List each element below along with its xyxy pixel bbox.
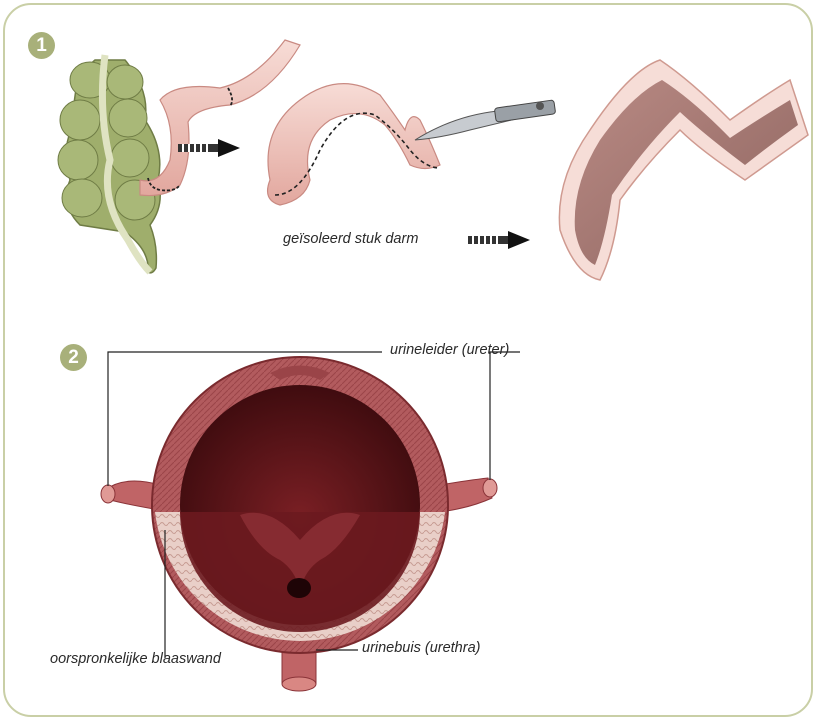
scalpel-icon	[415, 100, 556, 140]
urethra-label: urinebuis (urethra)	[362, 640, 480, 656]
isolated-bowel-illustration	[268, 84, 440, 205]
isolated-bowel-label: geïsoleerd stuk darm	[283, 231, 418, 247]
original-bladder-wall-label: oorspronkelijke blaaswand	[50, 651, 221, 667]
colon-illustration	[58, 55, 160, 273]
arrow-right-icon	[468, 231, 530, 249]
step-one-badge: 1	[28, 32, 55, 59]
step-two-badge: 2	[60, 344, 87, 371]
ureter-label: urineleider (ureter)	[390, 342, 509, 358]
opened-bowel-illustration	[559, 60, 808, 280]
